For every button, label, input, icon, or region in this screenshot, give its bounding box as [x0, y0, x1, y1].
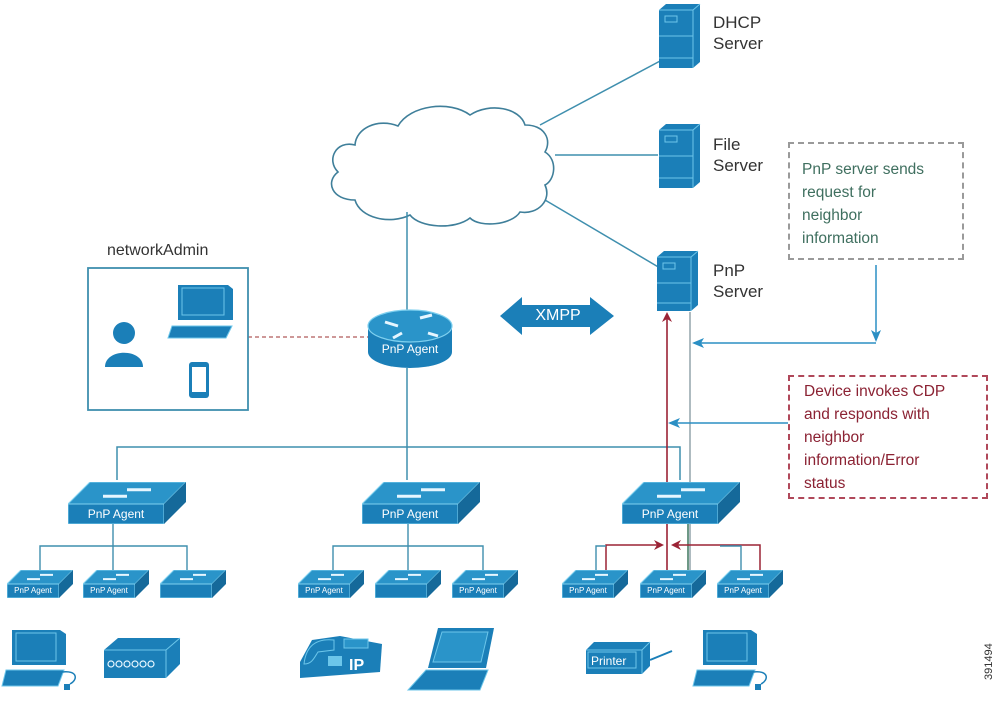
ip-phone-label: IP: [349, 657, 364, 674]
server-label-line: DHCP: [713, 13, 762, 32]
switch-label: PnP Agent: [641, 507, 699, 521]
cdp-flow: [605, 265, 881, 590]
ip-phone-icon[interactable]: IP: [300, 636, 382, 678]
note-line: PnP server sends: [802, 161, 925, 178]
laptop-icon[interactable]: [406, 628, 494, 691]
desktop-computer-icon[interactable]: [1, 630, 76, 690]
note-line: Device invokes CDP: [804, 383, 946, 400]
switch-label: PnP Agent: [305, 586, 343, 595]
access-switch[interactable]: PnP Agent: [715, 569, 785, 599]
distribution-switch[interactable]: PnP Agent: [66, 481, 188, 525]
switch-label: PnP Agent: [569, 586, 607, 595]
router-label: PnP Agent: [381, 342, 439, 356]
xmpp-arrow: [500, 297, 614, 335]
access-switch[interactable]: [158, 569, 228, 599]
note-line: information: [802, 230, 879, 247]
server-label-line: Server: [713, 282, 764, 301]
access-switch[interactable]: PnP Agent: [450, 569, 520, 599]
distribution-bus: [116, 446, 681, 480]
switch-icon: [620, 481, 742, 525]
user-icon: [105, 322, 143, 367]
pnp-server-label: PnP Server: [713, 260, 763, 302]
switch-label: PnP Agent: [724, 586, 762, 595]
switch-icon: [81, 569, 151, 599]
switch-label: PnP Agent: [87, 507, 145, 521]
switch-label: PnP Agent: [14, 586, 52, 595]
distribution-switch[interactable]: PnP Agent: [620, 481, 742, 525]
file-server-label: File Server: [713, 134, 763, 176]
switch-icon: [638, 569, 708, 599]
network-cloud: [330, 105, 555, 227]
switch-label: PnP Agent: [459, 586, 497, 595]
server-label-line: Server: [713, 34, 764, 53]
note-line: request for: [802, 184, 877, 201]
access-point-icon[interactable]: [104, 637, 181, 678]
server-label-line: File: [713, 135, 741, 154]
switch-icon: [715, 569, 785, 599]
access-switch[interactable]: PnP Agent: [638, 569, 708, 599]
network-admin-title: networkAdmin: [107, 242, 209, 259]
switch-icon: [5, 569, 75, 599]
note-line: and responds with: [804, 406, 930, 423]
note-line: neighbor: [802, 207, 863, 224]
switch-icon: [158, 569, 228, 599]
smartphone-icon: [189, 362, 209, 398]
note-line: status: [804, 475, 846, 492]
printer-label: Printer: [591, 654, 626, 668]
network-admin-box: [87, 267, 249, 411]
server-label-line: Server: [713, 156, 764, 175]
access-switch[interactable]: PnP Agent: [5, 569, 75, 599]
server-request-note: PnP server sends request for neighbor in…: [788, 142, 964, 260]
desktop-computer-icon[interactable]: [692, 630, 767, 690]
note-line: neighbor: [804, 429, 865, 446]
access-switch[interactable]: PnP Agent: [81, 569, 151, 599]
switch-label: PnP Agent: [381, 507, 439, 521]
switch-icon: [450, 569, 520, 599]
pnp-server-icon[interactable]: [657, 250, 699, 311]
file-server-icon[interactable]: [659, 123, 701, 188]
access-switch[interactable]: PnP Agent: [560, 569, 630, 599]
router-icon[interactable]: [367, 309, 453, 368]
server-label-line: PnP: [713, 261, 746, 280]
xmpp-label: XMPP: [535, 307, 581, 324]
switch-label: PnP Agent: [90, 586, 128, 595]
device-response-note: Device invokes CDP and responds with nei…: [788, 375, 988, 499]
dhcp-server-icon[interactable]: [659, 3, 701, 68]
desktop-icon: [167, 285, 233, 339]
cloud-server-links: [539, 59, 663, 269]
note-line: information/Error: [804, 452, 920, 469]
switch-label: PnP Agent: [647, 586, 685, 595]
printer-icon[interactable]: Printer: [586, 641, 673, 674]
access-links: [39, 522, 742, 572]
dhcp-server-label: DHCP Server: [713, 12, 763, 54]
figure-id: 391494: [983, 643, 995, 680]
switch-icon: [66, 481, 188, 525]
